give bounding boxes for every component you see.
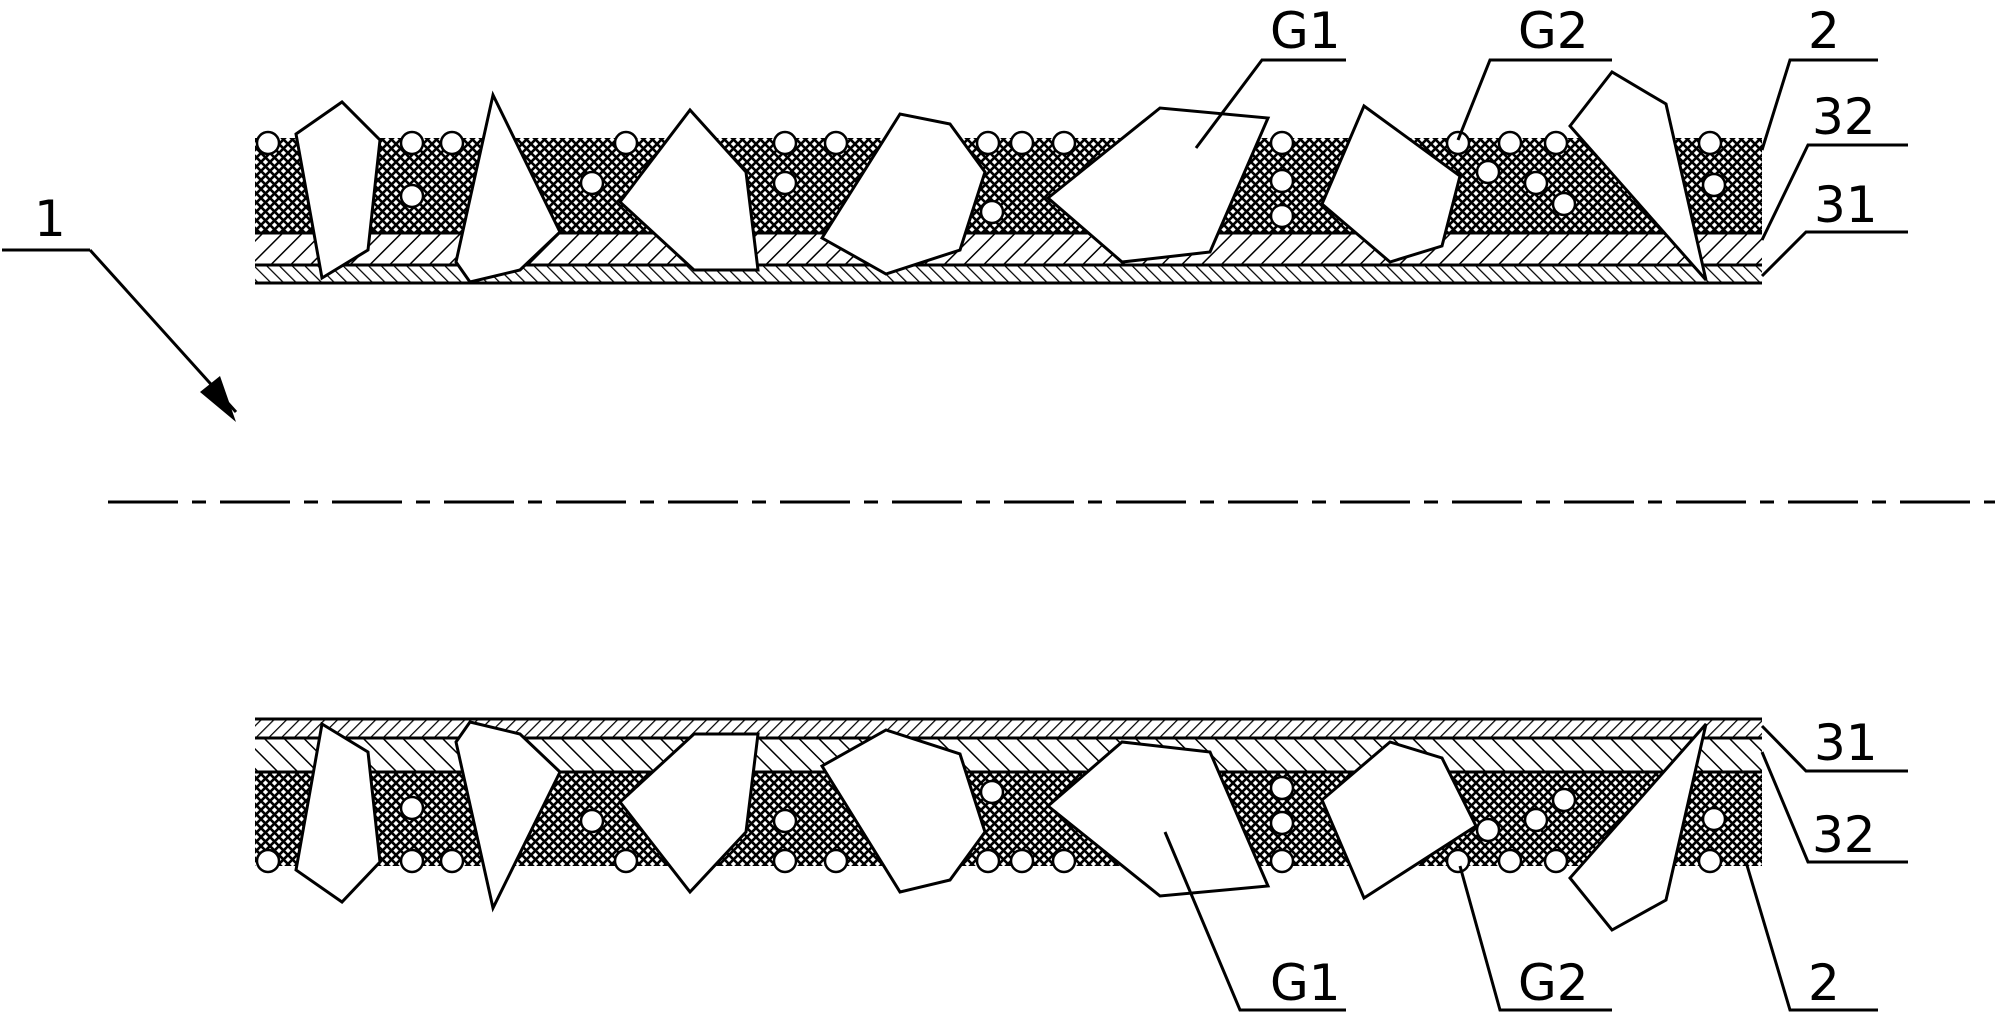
lower-filler-ball bbox=[975, 848, 1001, 874]
upper-filler-ball bbox=[1445, 130, 1471, 156]
lower-filler-ball bbox=[1497, 848, 1523, 874]
lower-filler-ball bbox=[399, 795, 425, 821]
lower-filler-ball bbox=[1051, 848, 1077, 874]
lower-filler-balls bbox=[255, 775, 1727, 874]
arrowhead-icon bbox=[200, 376, 236, 422]
upper-band bbox=[255, 70, 1762, 285]
lower-filler-ball bbox=[823, 848, 849, 874]
upper-grain bbox=[294, 100, 382, 281]
upper-filler-ball bbox=[255, 130, 281, 156]
upper-filler-balls bbox=[255, 130, 1727, 229]
upper-layer-31 bbox=[255, 265, 1762, 283]
lower-grain bbox=[1320, 740, 1478, 901]
lower-filler-ball bbox=[1269, 848, 1295, 874]
lower-filler-ball bbox=[1009, 848, 1035, 874]
lower-filler-ball bbox=[399, 848, 425, 874]
lower-filler-ball bbox=[979, 779, 1005, 805]
lower-filler-ball bbox=[1269, 775, 1295, 801]
lower-filler-ball bbox=[1523, 807, 1549, 833]
lower-grain bbox=[1045, 740, 1271, 898]
lower-grain bbox=[819, 728, 987, 894]
lower-grain bbox=[617, 732, 760, 895]
lower-filler-ball bbox=[1701, 806, 1727, 832]
upper-grain bbox=[1568, 70, 1708, 281]
upper-filler-ball bbox=[399, 130, 425, 156]
upper-grain bbox=[454, 90, 562, 284]
upper-grain bbox=[1320, 103, 1462, 264]
lower-grain bbox=[1568, 723, 1708, 932]
upper-filler-ball bbox=[975, 130, 1001, 156]
upper-filler-ball bbox=[399, 183, 425, 209]
lower-grain bbox=[454, 720, 562, 913]
upper-leaders: G1 G2 2 32 31 bbox=[1194, 2, 1908, 278]
upper-filler-ball bbox=[613, 130, 639, 156]
label-g1-upper: G1 bbox=[1270, 2, 1341, 60]
upper-filler-ball bbox=[823, 130, 849, 156]
upper-grain bbox=[819, 112, 987, 276]
lower-filler-ball bbox=[772, 848, 798, 874]
label-2-upper: 2 bbox=[1808, 2, 1840, 60]
lower-grain bbox=[294, 721, 382, 904]
upper-filler-ball bbox=[439, 130, 465, 156]
upper-filler-ball bbox=[1701, 172, 1727, 198]
lower-filler-ball bbox=[579, 808, 605, 834]
lower-filler-ball bbox=[255, 848, 281, 874]
upper-filler-ball bbox=[772, 170, 798, 196]
lower-filler-ball bbox=[1697, 848, 1723, 874]
lower-filler-ball bbox=[1475, 817, 1501, 843]
upper-filler-ball bbox=[1551, 191, 1577, 217]
lower-filler-ball bbox=[1551, 787, 1577, 813]
label-g2-upper: G2 bbox=[1518, 2, 1589, 60]
lower-filler-ball bbox=[439, 848, 465, 874]
label-31-upper: 31 bbox=[1814, 176, 1878, 234]
label-32-lower: 32 bbox=[1812, 806, 1876, 864]
upper-filler-ball bbox=[1475, 159, 1501, 185]
lower-layer-31 bbox=[255, 719, 1762, 738]
upper-filler-ball bbox=[1269, 203, 1295, 229]
reference-arrow-1: 1 bbox=[2, 190, 238, 422]
label-1: 1 bbox=[34, 190, 66, 248]
upper-filler-ball bbox=[1697, 130, 1723, 156]
upper-grain bbox=[617, 107, 760, 272]
lower-filler-ball bbox=[1445, 848, 1471, 874]
lower-filler-ball bbox=[1543, 848, 1569, 874]
upper-filler-ball bbox=[1497, 130, 1523, 156]
upper-filler-ball bbox=[1269, 168, 1295, 194]
upper-filler-ball bbox=[1051, 130, 1077, 156]
lower-filler-ball bbox=[772, 808, 798, 834]
lower-band bbox=[255, 717, 1762, 932]
upper-filler-ball bbox=[1523, 170, 1549, 196]
lower-leaders: 31 32 G1 G2 2 bbox=[1163, 714, 1908, 1012]
upper-filler-ball bbox=[979, 199, 1005, 225]
upper-filler-ball bbox=[772, 130, 798, 156]
label-32-upper: 32 bbox=[1812, 88, 1876, 146]
lower-filler-ball bbox=[1269, 810, 1295, 836]
label-g1-lower: G1 bbox=[1270, 954, 1341, 1012]
lower-filler-ball bbox=[613, 848, 639, 874]
upper-filler-ball bbox=[579, 170, 605, 196]
upper-filler-ball bbox=[1009, 130, 1035, 156]
upper-grain bbox=[1045, 106, 1271, 264]
label-31-lower: 31 bbox=[1814, 714, 1878, 772]
label-g2-lower: G2 bbox=[1518, 954, 1589, 1012]
upper-filler-ball bbox=[1543, 130, 1569, 156]
upper-filler-ball bbox=[1269, 130, 1295, 156]
label-2-lower: 2 bbox=[1808, 954, 1840, 1012]
